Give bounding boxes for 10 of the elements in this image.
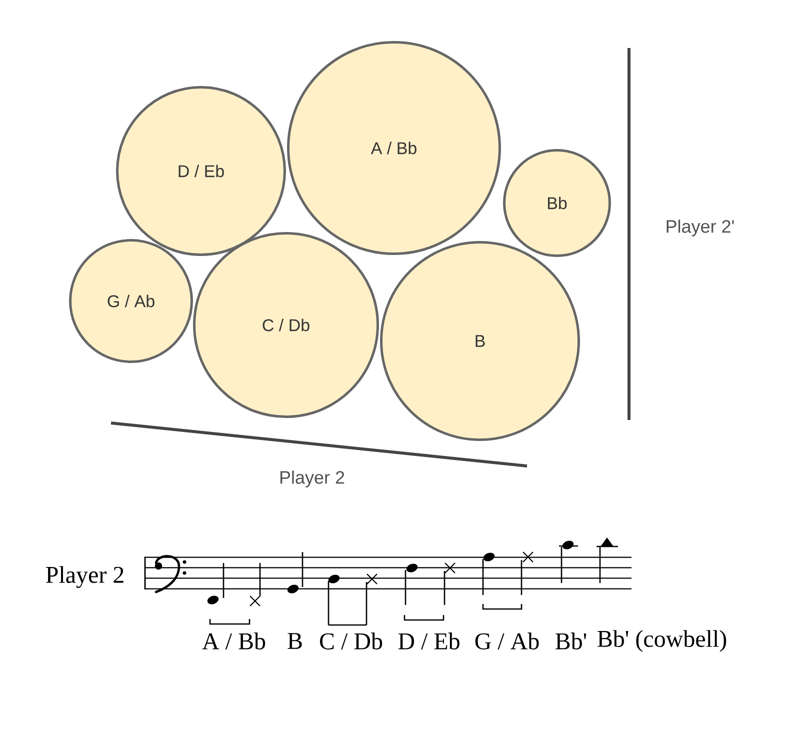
note-label: Bb' (cowbell) xyxy=(598,630,726,652)
note-label: B xyxy=(288,633,302,649)
note-label: D / Eb xyxy=(398,632,460,650)
note-label: Bb' xyxy=(556,632,586,650)
instrument-name: Player 2 xyxy=(46,566,124,588)
player-label: Player 2 xyxy=(280,470,344,488)
player-label: Player 2' xyxy=(666,220,734,236)
note-label: A / Bb xyxy=(202,632,266,650)
note-label: C / Db xyxy=(320,632,382,650)
note-label: G / Ab xyxy=(475,632,539,650)
